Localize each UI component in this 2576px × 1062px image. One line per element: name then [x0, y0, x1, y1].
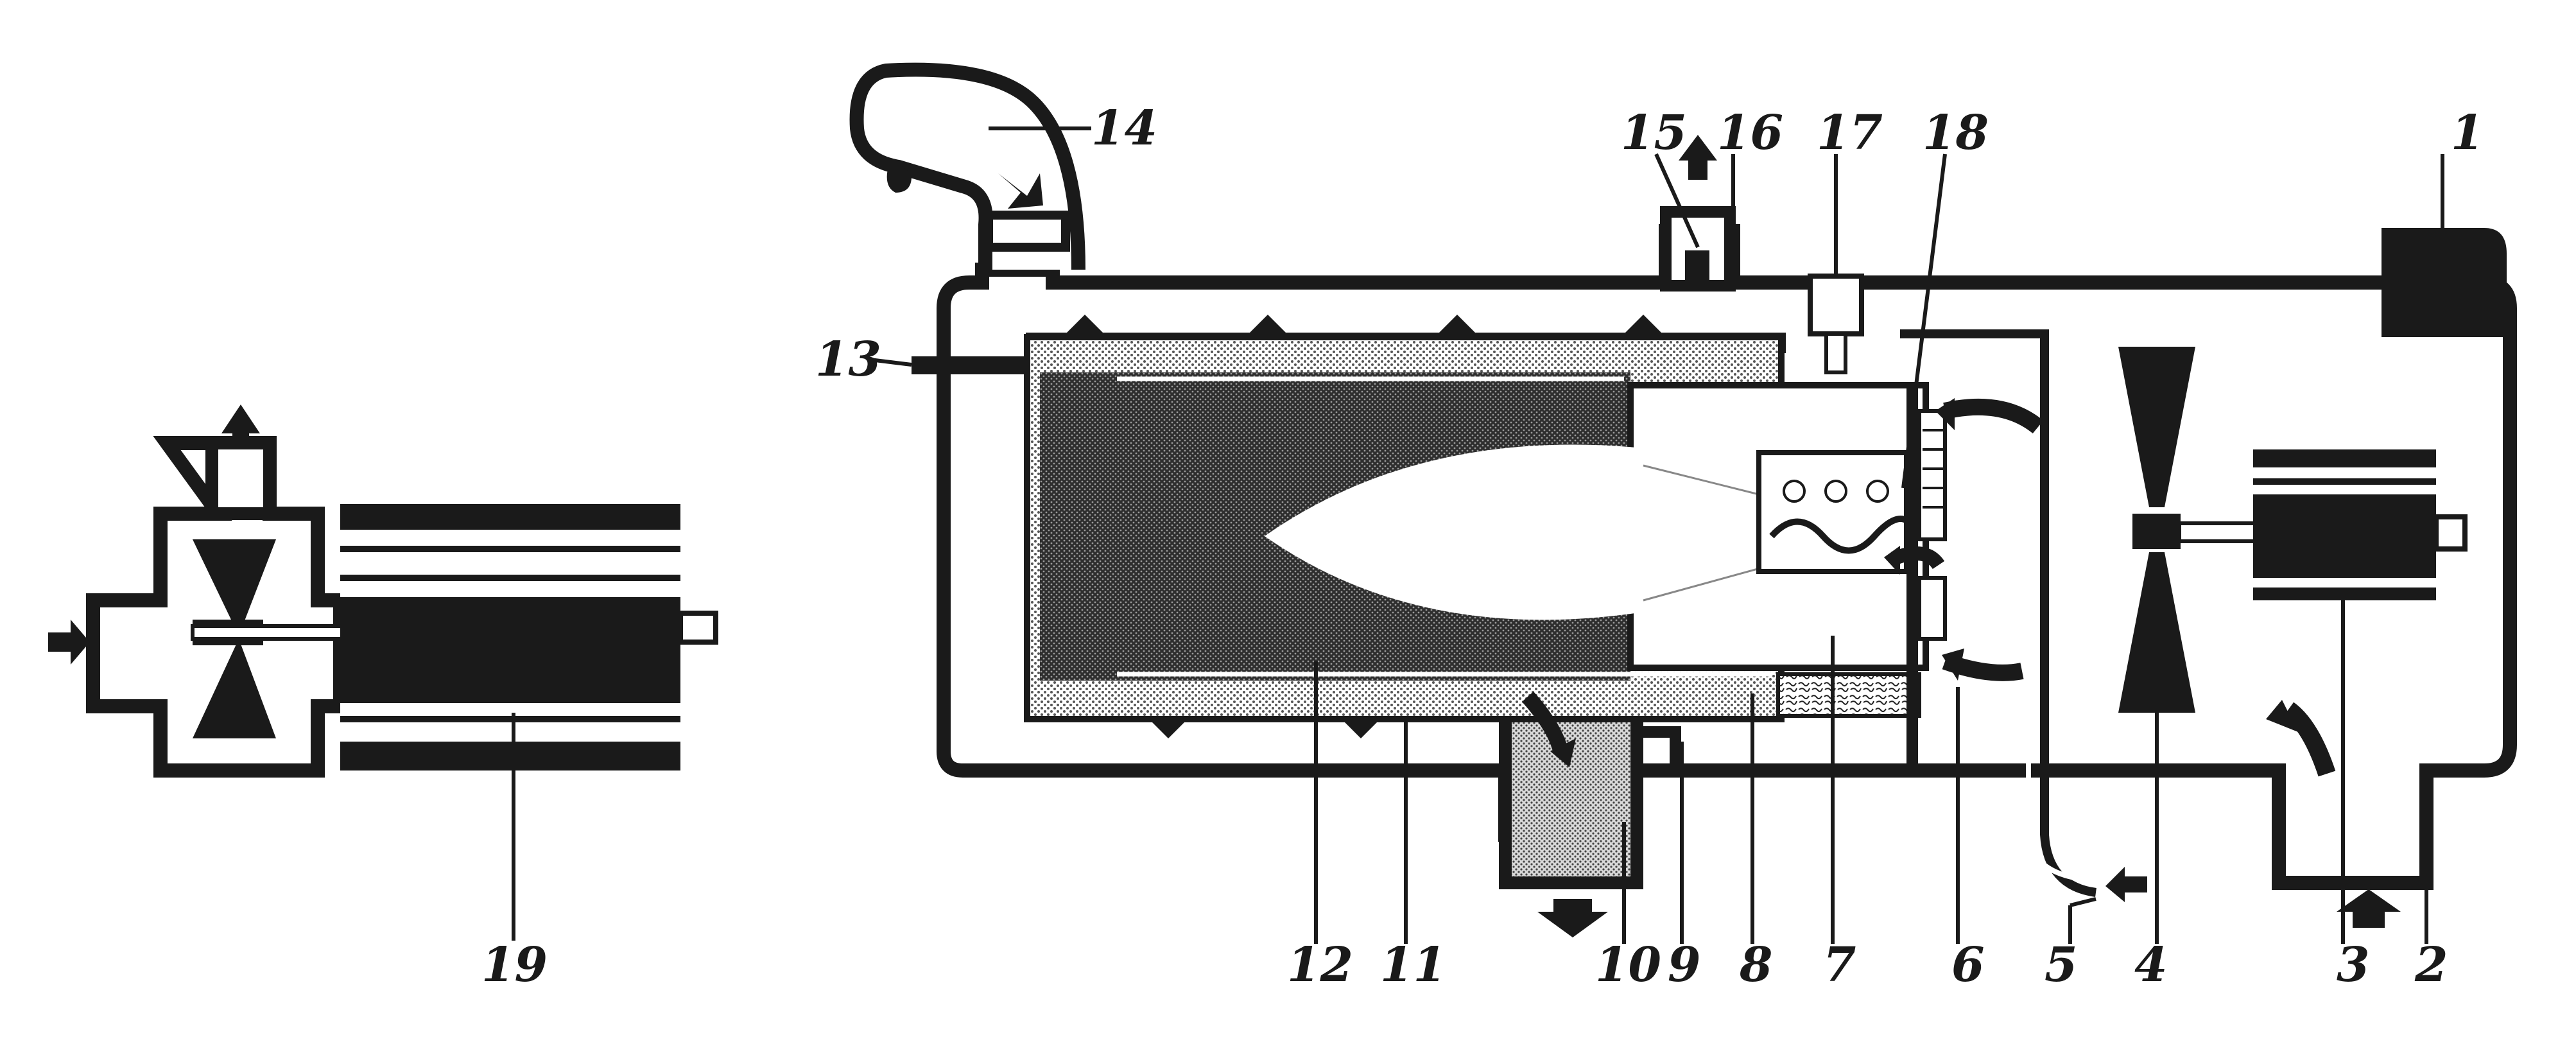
impeller-icon — [193, 539, 276, 738]
motor-shaft-end — [678, 611, 718, 645]
exhaust-outlet — [1499, 693, 1643, 889]
pump-outlet-neck — [205, 437, 276, 520]
label-2: 2 — [2414, 937, 2448, 993]
label-5: 5 — [2044, 937, 2078, 993]
temperature-sensor — [1685, 250, 1709, 286]
label-10: 10 — [1595, 937, 1661, 993]
pump-housing — [86, 436, 347, 778]
up-arrow-icon — [221, 405, 260, 443]
label-8: 8 — [1739, 937, 1773, 993]
label-1: 1 — [2451, 105, 2484, 161]
up-arrow-icon-2 — [1679, 135, 1717, 180]
label-15: 15 — [1621, 105, 1687, 161]
flame-icon — [1265, 444, 1772, 620]
air-flow-arrow — [2283, 702, 2336, 777]
label-4: 4 — [2134, 937, 2168, 993]
label-16: 16 — [1717, 105, 1783, 161]
glow-element-insulation — [1776, 672, 1921, 718]
fan-hub — [2132, 514, 2181, 549]
label-11: 11 — [1380, 937, 1446, 993]
fan-blade-bottom — [2118, 552, 2195, 713]
label-12: 12 — [1287, 937, 1353, 993]
fan-blade-top — [2118, 347, 2195, 507]
down-arrow-icon — [1537, 899, 1608, 937]
label-19: 19 — [481, 937, 548, 993]
right-arrow-icon — [48, 620, 90, 665]
label-18: 18 — [1923, 105, 1989, 161]
number-labels: 1 2 3 4 5 6 7 8 9 10 11 12 13 14 15 16 1… — [481, 101, 2484, 993]
label-13: 13 — [815, 332, 881, 387]
glow-plug — [1808, 274, 1864, 336]
label-7: 7 — [1823, 937, 1856, 993]
label-17: 17 — [1817, 105, 1883, 161]
burner-head — [1756, 450, 1909, 574]
exhaust-stub — [912, 356, 1027, 374]
cooling-fins — [1917, 409, 1947, 541]
control-unit — [2382, 228, 2507, 337]
label-14: 14 — [1091, 101, 1157, 156]
label-6: 6 — [1951, 937, 1985, 993]
label-9: 9 — [1668, 937, 1701, 993]
left-arrow-icon — [2105, 867, 2147, 902]
down-arrow-icon-2 — [998, 173, 1043, 209]
air-flow-arrow-3 — [1943, 398, 2044, 434]
pump-detail-19 — [48, 405, 718, 941]
pump-shaft — [191, 624, 345, 641]
leader-lines — [869, 126, 2444, 944]
up-arrow-icon — [2337, 889, 2401, 928]
heater-main — [849, 62, 2517, 944]
label-3: 3 — [2337, 937, 2370, 993]
